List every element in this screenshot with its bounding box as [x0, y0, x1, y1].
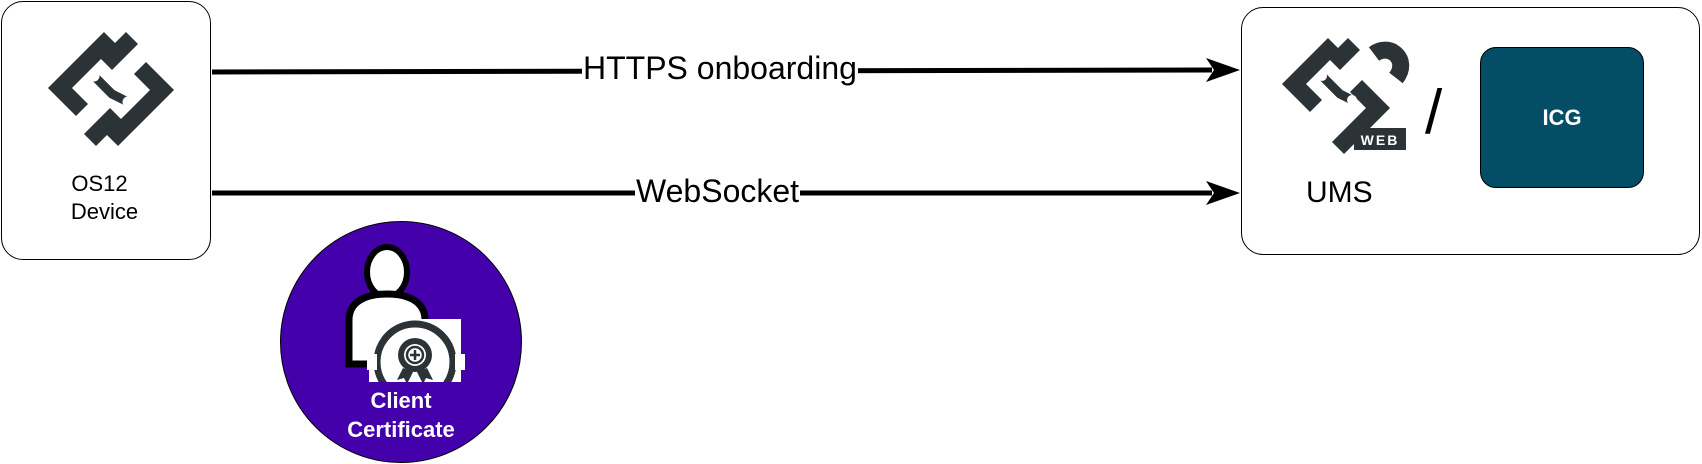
server-node[interactable]: WEB / UMS ICG: [1241, 7, 1700, 255]
certificate-label-line2: Certificate: [347, 417, 455, 442]
device-label: OS12 Device: [2, 170, 207, 226]
user-certificate-icon: [345, 244, 465, 382]
icg-label: ICG: [1542, 104, 1582, 130]
ums-label: UMS: [1306, 176, 1373, 209]
client-certificate-node[interactable]: Client Certificate: [280, 221, 522, 463]
certificate-label-line1: Client: [370, 388, 432, 413]
os-logo-icon: [47, 31, 175, 147]
icg-node[interactable]: ICG: [1480, 47, 1644, 188]
edge-label-https: HTTPS onboarding: [582, 50, 858, 86]
arrowhead-websocket: [1206, 181, 1240, 205]
certificate-label: Client Certificate: [301, 386, 501, 444]
arrowhead-https: [1206, 58, 1240, 82]
edge-label-websocket: WebSocket: [635, 173, 801, 209]
web-badge: [1354, 128, 1406, 150]
web-badge-text: WEB: [1361, 132, 1400, 148]
ums-web-logo-icon: WEB: [1282, 37, 1410, 155]
separator-slash: /: [1425, 78, 1443, 147]
device-label-line2: Device: [70, 199, 139, 224]
device-node[interactable]: OS12 Device: [1, 1, 211, 260]
device-label-line1: OS12: [71, 171, 128, 196]
